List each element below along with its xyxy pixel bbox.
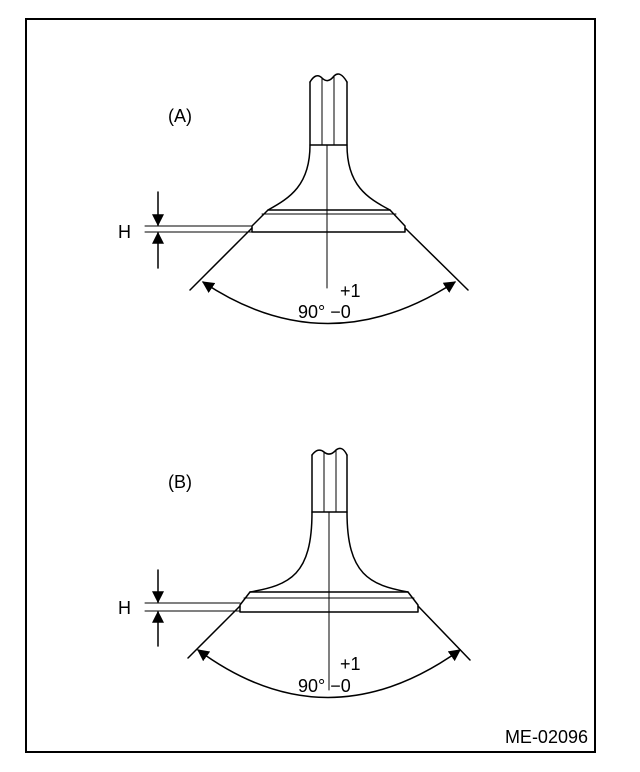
valve-b <box>144 447 471 699</box>
valve-b-angle-arc <box>197 649 461 699</box>
valve-b-label: (B) <box>168 472 192 492</box>
valve-a-seat-line-left <box>189 227 253 291</box>
valve-b-seat-line-left <box>187 605 241 659</box>
valve-b-h-label: H <box>118 598 131 618</box>
valve-a-neck <box>267 144 391 211</box>
valve-b-angle-tolerance-label: +1 <box>340 654 361 674</box>
valve-a-h-label: H <box>118 222 131 242</box>
figure-frame <box>25 18 596 753</box>
valve-a-label: (A) <box>168 106 192 126</box>
valve-a-stem-break <box>309 73 348 83</box>
valve-a-angle-tolerance-label: +1 <box>340 281 361 301</box>
valve-a-seat-line-right <box>404 227 469 291</box>
valve-a <box>144 73 469 325</box>
valve-a-head <box>251 209 406 233</box>
valve-b-stem-break <box>311 447 348 456</box>
figure-code: ME-02096 <box>504 727 588 747</box>
valve-a-angle-arc <box>202 281 457 325</box>
valve-b-angle-label: 90° −0 <box>298 676 351 696</box>
valve-a-stem <box>309 81 348 146</box>
valve-b-stem <box>311 454 348 513</box>
valve-b-seat-line-right <box>417 605 471 661</box>
valve-b-head <box>239 591 419 613</box>
valve-b-neck <box>249 511 409 593</box>
valve-a-angle-label: 90° −0 <box>298 302 351 322</box>
